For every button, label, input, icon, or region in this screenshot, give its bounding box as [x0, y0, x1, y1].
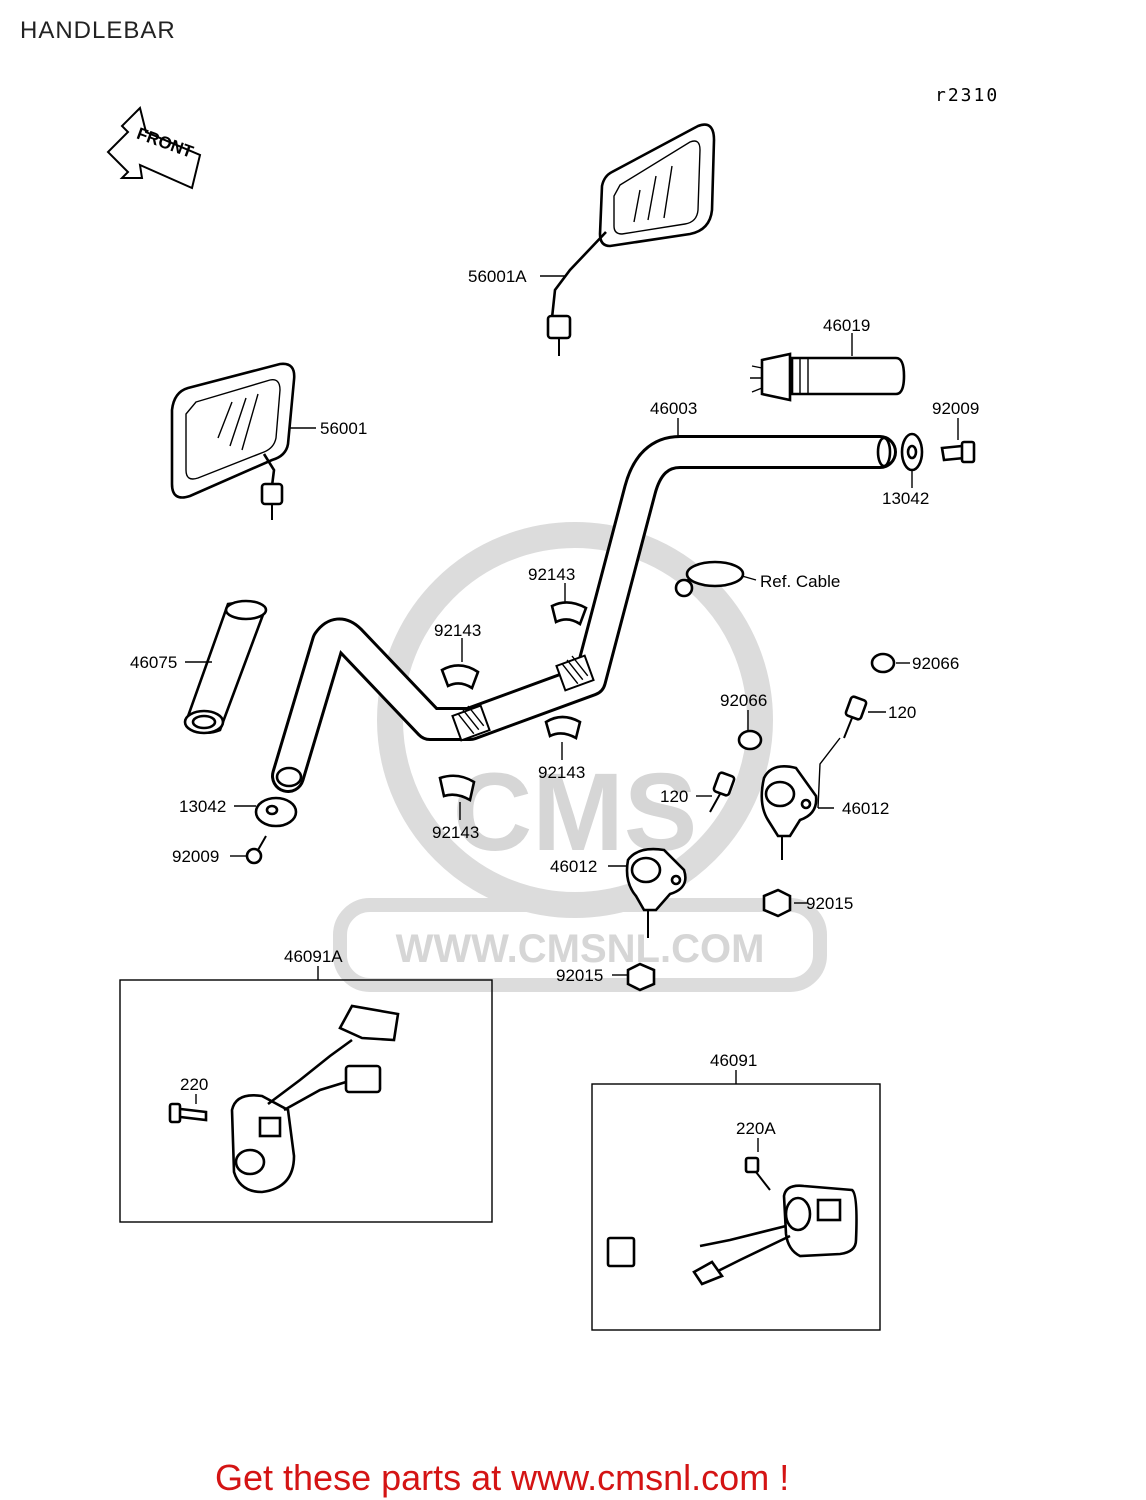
callout-13042-right: 13042: [882, 489, 929, 508]
front-label: FRONT: [134, 124, 196, 162]
callout-92143-lower-left: 92143: [432, 823, 479, 842]
callout-46075: 46075: [130, 653, 177, 672]
callout-92143-upper: 92143: [528, 565, 575, 584]
holder-bolt-left: [709, 771, 736, 813]
watermark-url: WWW.CMSNL.COM: [396, 927, 765, 971]
callout-labels: 56001A 56001 46019 46003 92009 13042 Ref…: [130, 267, 979, 1138]
callout-220: 220: [180, 1075, 208, 1094]
cap-right: [870, 652, 896, 674]
callout-92015-left: 92015: [556, 966, 603, 985]
callout-92066-mid: 92066: [720, 691, 767, 710]
clamp-half-lower-left: [438, 774, 476, 803]
callout-46019: 46019: [823, 316, 870, 335]
leader-lines: [185, 275, 959, 1152]
callout-92009-left: 92009: [172, 847, 219, 866]
grip-left: [183, 599, 268, 735]
switch-left-box: [119, 979, 493, 1223]
cmsnl-watermark: CMS WWW.CMSNL.COM: [333, 522, 827, 992]
callout-120-left: 120: [660, 787, 688, 806]
switch-housing-right: [606, 1156, 858, 1286]
holder-nut-left: [626, 962, 656, 992]
cable-clamp: [674, 560, 745, 598]
footer-advert: Get these parts at www.cmsnl.com !: [215, 1457, 789, 1498]
clamp-half-lower-right: [544, 715, 582, 740]
handlebar: [271, 435, 897, 793]
bar-end-bolt-right: [940, 440, 976, 464]
front-direction-arrow: FRONT: [106, 106, 202, 190]
callout-46091: 46091: [710, 1051, 757, 1070]
bar-end-bolt-left: [245, 835, 267, 865]
page-title: HANDLEBAR: [20, 17, 176, 44]
callout-92066-right: 92066: [912, 654, 959, 673]
switch-housing-left: [168, 1004, 400, 1194]
handlebar-holder-right: [760, 765, 818, 860]
reference-code: r2310: [935, 85, 999, 106]
callout-92143-lower-right: 92143: [538, 763, 585, 782]
mirror-left: [170, 362, 296, 520]
holder-bolt-right: [843, 695, 868, 739]
callout-56001: 56001: [320, 419, 367, 438]
handlebar-holder-left: [625, 847, 687, 938]
bar-end-weight-right: [900, 432, 924, 472]
callout-56001a: 56001A: [468, 267, 527, 286]
grip-right: [750, 352, 906, 402]
bar-end-weight-left: [254, 796, 298, 828]
callout-46012-right: 46012: [842, 799, 889, 818]
callout-220a: 220A: [736, 1119, 776, 1138]
callout-46012-left: 46012: [550, 857, 597, 876]
callout-46003: 46003: [650, 399, 697, 418]
cap-mid: [737, 729, 763, 751]
callout-46091a: 46091A: [284, 947, 343, 966]
callout-92009-right: 92009: [932, 399, 979, 418]
clamp-half-mid-left: [440, 664, 480, 690]
clamp-half-upper: [550, 601, 588, 626]
callout-13042-left: 13042: [179, 797, 226, 816]
holder-nut-right: [762, 888, 792, 918]
mirror-right: [546, 123, 716, 356]
callout-92143-mid-left: 92143: [434, 621, 481, 640]
callout-120-right: 120: [888, 703, 916, 722]
callout-92015-right: 92015: [806, 894, 853, 913]
callout-ref-cable: Ref. Cable: [760, 572, 840, 591]
